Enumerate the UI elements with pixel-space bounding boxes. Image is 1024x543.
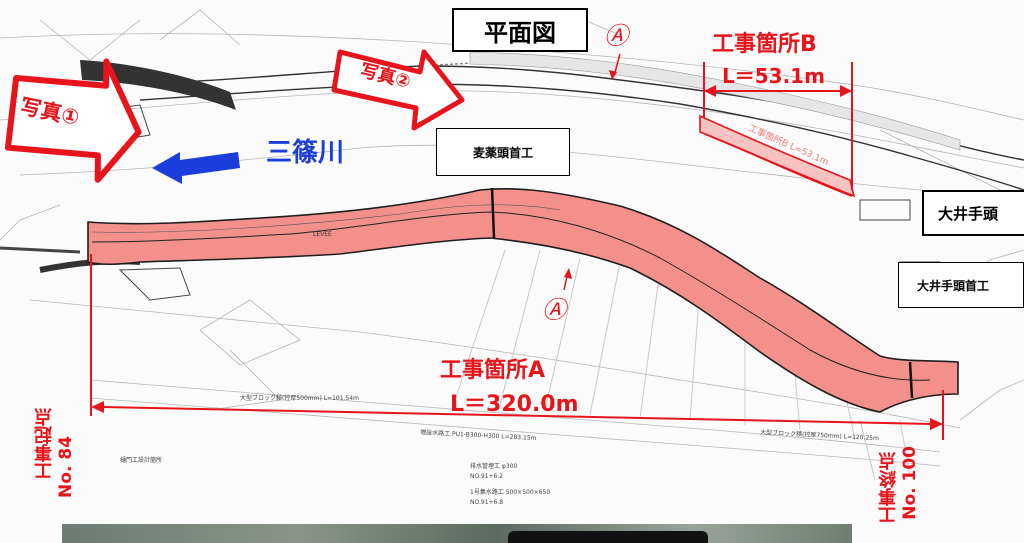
start-point-station: No. 84 xyxy=(56,436,76,498)
ooi-weir-box: 大井手頭首工 xyxy=(898,262,1024,308)
river-name: 三篠川 xyxy=(266,138,345,168)
site-b-length: L＝53.1m xyxy=(722,64,825,88)
title-box: 平面図 xyxy=(452,8,588,52)
section-marker-bottom: Ⓐ xyxy=(542,296,566,324)
ooi-weir-partial-label: 大井手頭 xyxy=(938,204,999,223)
levee-label: LEVEE xyxy=(313,231,332,238)
note-gate: 樋門工設計箇所 xyxy=(120,456,162,464)
site-photo-strip xyxy=(62,524,852,543)
ooi-weir-label: 大井手頭首工 xyxy=(917,278,990,293)
photo2-arrow xyxy=(331,49,465,131)
note-pipe: 排水管埋工 φ300 xyxy=(470,462,518,470)
site-a-area: LEVEE xyxy=(87,187,959,413)
revetment-strip xyxy=(469,51,961,151)
note-block1: 大型ブロック積(控厚500mm) L=101.54m xyxy=(240,394,359,402)
note-channel: 1号集水路工 500×500×650 xyxy=(470,488,550,496)
photo1-arrow xyxy=(4,58,142,183)
photo-caption-box xyxy=(508,531,708,543)
site-a-name: 工事箇所A xyxy=(440,358,546,383)
end-point-station: No. 100 xyxy=(900,446,920,520)
note-channel-no: NO.91+6.8 xyxy=(470,499,503,506)
flow-direction-arrow xyxy=(152,152,240,184)
note-pipe-no: NO.91+6.2 xyxy=(470,473,503,480)
page-title: 平面図 xyxy=(484,18,556,47)
section-marker-arrows xyxy=(563,53,621,291)
section-marker-top: Ⓐ xyxy=(604,22,628,50)
end-point-label: 工事終点 xyxy=(878,452,899,524)
start-point-label: 工事起点 xyxy=(34,408,55,480)
mugi-weir-label: 麦薬頭首工 xyxy=(472,145,533,160)
site-a-length: L＝320.0m xyxy=(450,392,579,417)
mugi-weir-box: 麦薬頭首工 xyxy=(436,128,570,176)
site-b-dimension-line xyxy=(703,62,853,190)
ooi-weir-partial-box: 大井手頭 xyxy=(922,190,1024,236)
site-a-dimension-line xyxy=(90,254,944,440)
site-b-name: 工事箇所B xyxy=(712,32,817,57)
